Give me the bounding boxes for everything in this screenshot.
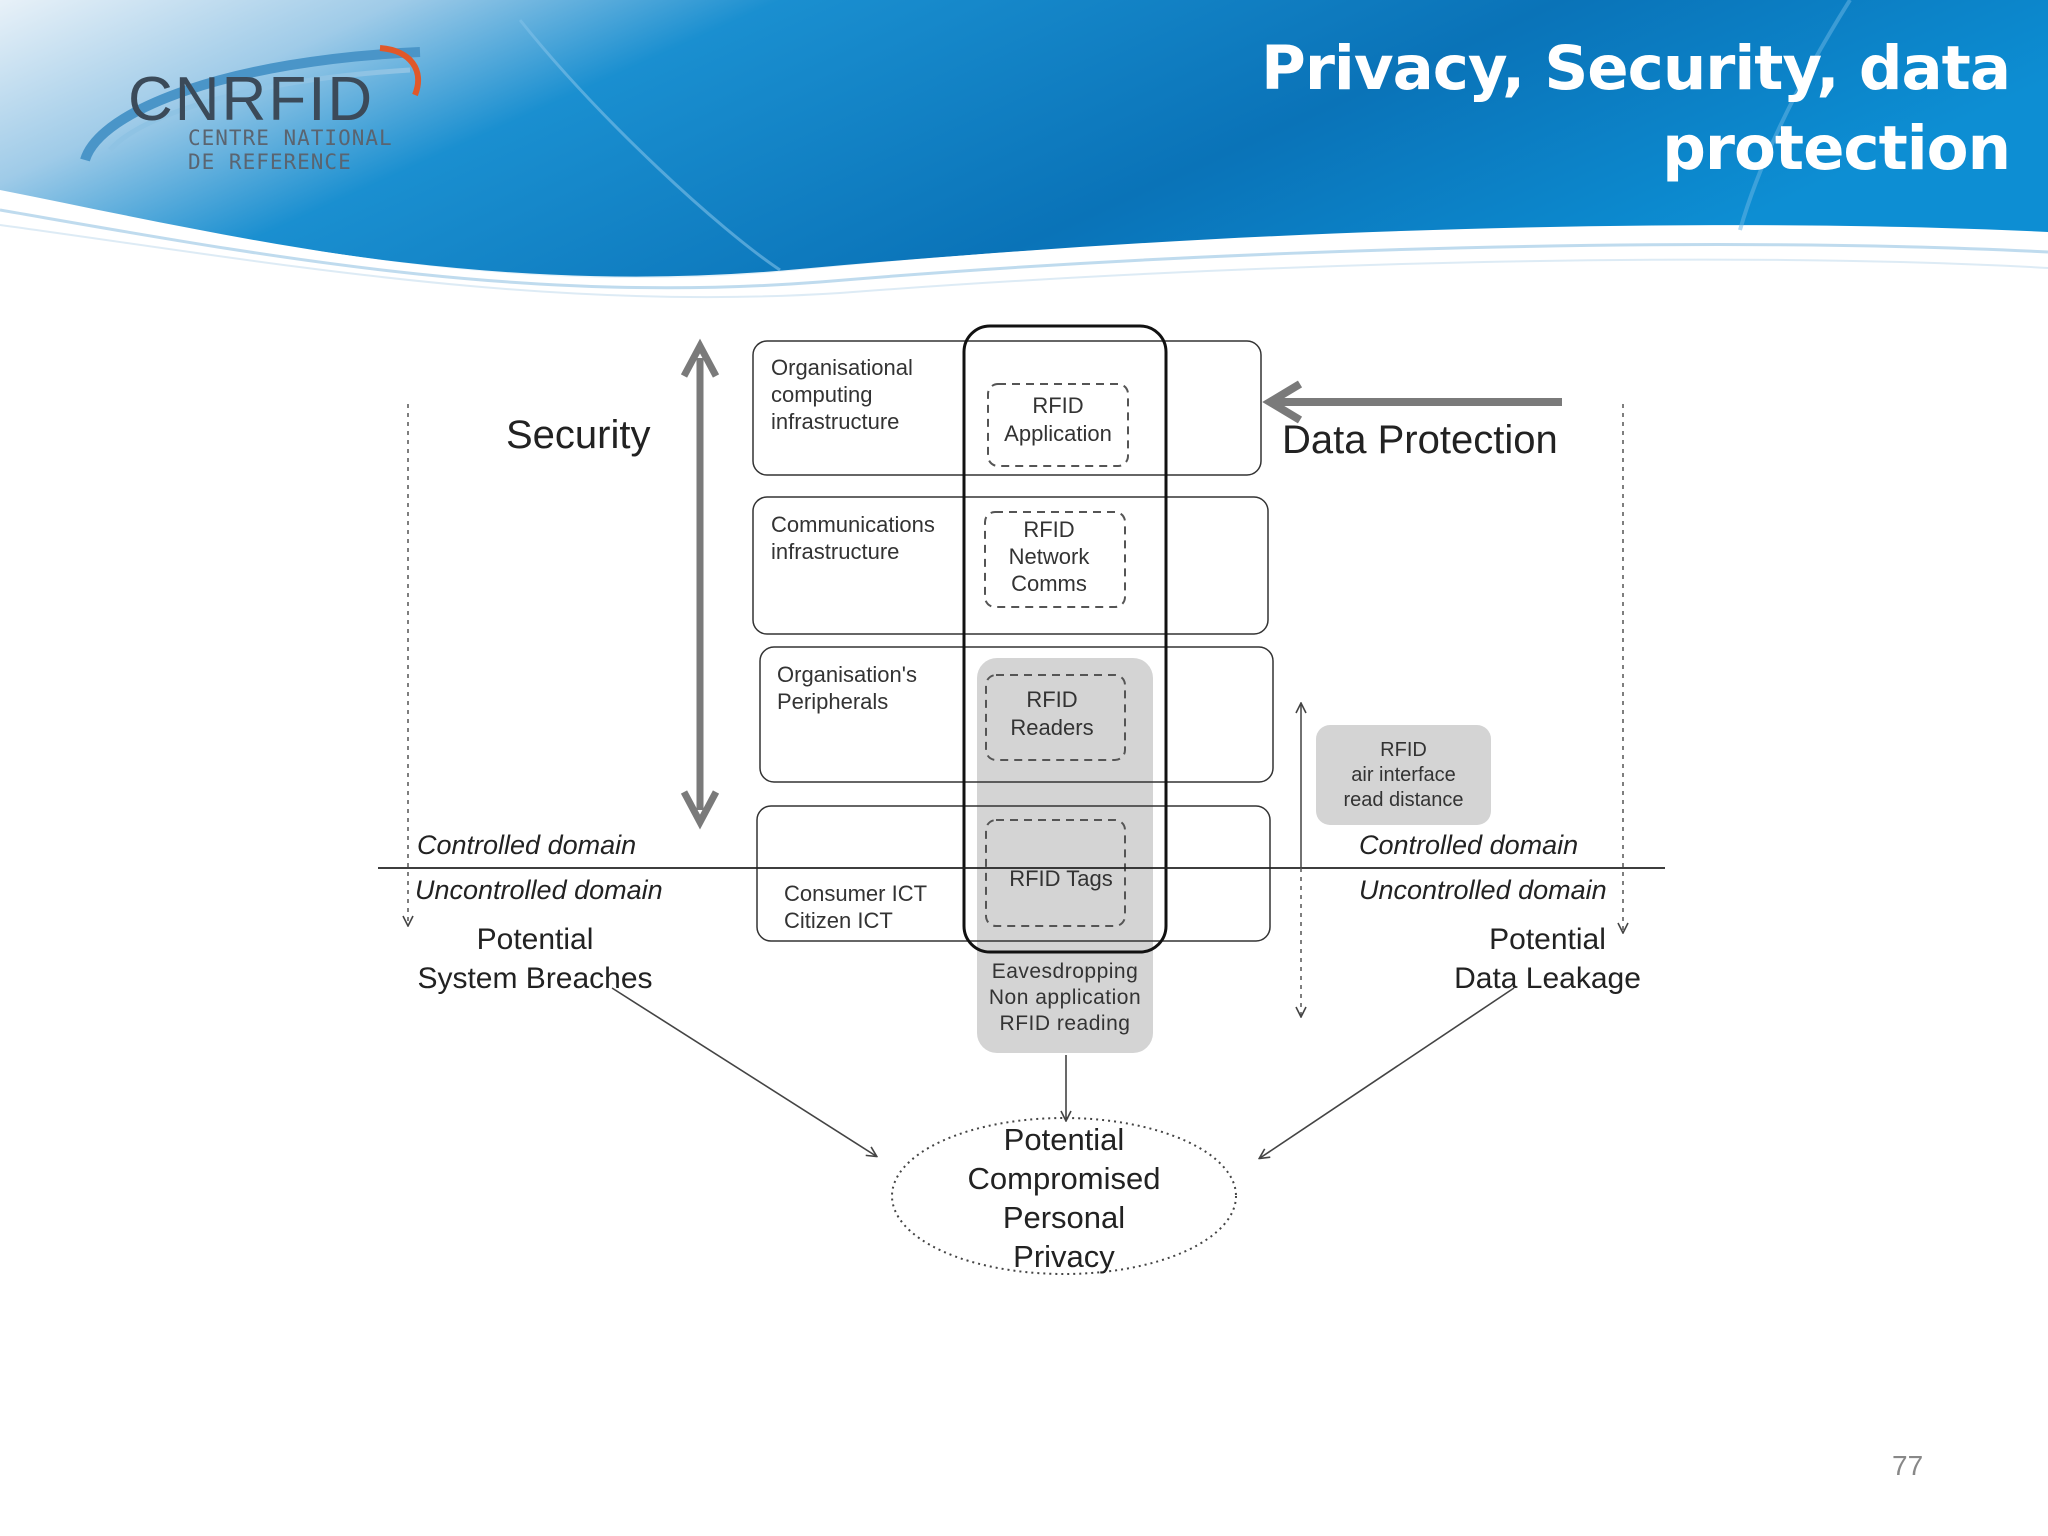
- leakage-to-privacy-arrow: [1260, 987, 1515, 1158]
- rfid-column: [962, 324, 1168, 954]
- rfid-gray-band: [977, 658, 1153, 1053]
- rfid-network-line1: RFID: [1023, 517, 1075, 542]
- breaches-line1: Potential: [476, 923, 594, 956]
- privacy-ellipse: [891, 1117, 1237, 1275]
- air-interface-line1: RFID: [1380, 739, 1427, 761]
- breaches-to-privacy-arrow: [611, 987, 876, 1156]
- rfid-tags-text: RFID Tags: [1009, 866, 1113, 891]
- layer1-line1: Organisational: [771, 355, 913, 380]
- uncontrolled-domain-right: Uncontrolled domain: [1359, 875, 1607, 905]
- rfid-application-text: RFID Application: [988, 392, 1128, 448]
- security-double-arrow: [680, 338, 720, 830]
- data-protection-arrow: [1262, 380, 1562, 424]
- controlled-domain-right: Controlled domain: [1359, 830, 1579, 860]
- privacy-line3: Personal: [1002, 1200, 1126, 1235]
- layer4-line2: Citizen ICT: [784, 908, 893, 933]
- cnrfid-logo: CNRFID CENTRE NATIONAL DE REFERENCE: [80, 40, 440, 180]
- layer-box-2: [752, 496, 1269, 635]
- rfid-readers-box: [985, 674, 1126, 761]
- air-interface-box: [1316, 725, 1491, 825]
- eavesdropping-text: Eavesdropping Non application RFID readi…: [977, 959, 1153, 1037]
- leakage-line2: Data Leakage: [1454, 962, 1641, 995]
- layer-box-3: [759, 646, 1274, 783]
- data-protection-label: Data Protection: [1282, 418, 1558, 462]
- logo-subtitle-line2: DE REFERENCE: [188, 150, 352, 174]
- rfid-network-line2: Network: [1008, 544, 1090, 569]
- layer4-line1: Consumer ICT: [784, 881, 928, 906]
- potential-data-leakage: Potential Data Leakage: [1420, 920, 1675, 998]
- privacy-line1: Potential: [1003, 1122, 1125, 1157]
- uncontrolled-domain-left: Uncontrolled domain: [415, 875, 663, 905]
- eavesdropping-line1: Eavesdropping: [991, 960, 1139, 983]
- rfid-application-line2: Application: [1004, 421, 1112, 446]
- svg-text:CNRFID: CNRFID: [128, 65, 374, 134]
- potential-compromised-privacy: Potential Compromised Personal Privacy: [924, 1120, 1204, 1276]
- slide-title-line2: protection: [1662, 113, 2011, 184]
- layer4-text: Consumer ICT Citizen ICT: [784, 880, 927, 934]
- layer2-line2: infrastructure: [771, 539, 900, 564]
- rfid-application-box: [987, 383, 1129, 467]
- rfid-network-line3: Comms: [1011, 571, 1087, 596]
- slide-header: [0, 0, 2048, 300]
- layer2-line1: Communications: [771, 512, 935, 537]
- privacy-line2: Compromised: [967, 1161, 1161, 1196]
- logo-subtitle-line1: CENTRE NATIONAL: [188, 126, 393, 150]
- layer3-line1: Organisation's: [777, 662, 917, 687]
- layer1-line3: infrastructure: [771, 409, 900, 434]
- header-wave-background: [0, 0, 2048, 299]
- layer3-line2: Peripherals: [777, 689, 889, 714]
- page-number: 77: [1892, 1450, 1924, 1481]
- layer-box-4: [756, 805, 1271, 942]
- air-interface-line3: read distance: [1343, 789, 1464, 811]
- security-label: Security: [506, 413, 651, 457]
- air-interface-text: RFID air interface read distance: [1316, 738, 1491, 813]
- rfid-readers-line1: RFID: [1026, 687, 1078, 712]
- controlled-domain-left: Controlled domain: [417, 830, 637, 860]
- rfid-readers-text: RFID Readers: [982, 686, 1122, 742]
- privacy-line4: Privacy: [1013, 1239, 1115, 1274]
- potential-system-breaches: Potential System Breaches: [400, 920, 670, 998]
- rfid-tags-box: [985, 819, 1126, 927]
- layer1-line2: computing: [771, 382, 873, 407]
- rfid-readers-line2: Readers: [1010, 715, 1094, 740]
- leakage-line1: Potential: [1489, 923, 1606, 956]
- slide-title-line1: Privacy, Security, data: [1261, 33, 2011, 104]
- rfid-network-text: RFID Network Comms: [979, 516, 1119, 597]
- logo-swoosh: CNRFID: [80, 45, 422, 162]
- layer2-text: Communications infrastructure: [771, 511, 935, 565]
- layer1-text: Organisational computing infrastructure: [771, 354, 913, 435]
- eavesdropping-line3: RFID reading: [999, 1012, 1131, 1035]
- breaches-line2: System Breaches: [417, 962, 653, 995]
- layer-box-1: [752, 340, 1262, 476]
- rfid-network-box: [984, 511, 1126, 608]
- eavesdropping-line2: Non application: [988, 986, 1142, 1009]
- air-interface-line2: air interface: [1351, 764, 1456, 786]
- layer3-text: Organisation's Peripherals: [777, 661, 917, 715]
- rfid-application-line1: RFID: [1032, 393, 1084, 418]
